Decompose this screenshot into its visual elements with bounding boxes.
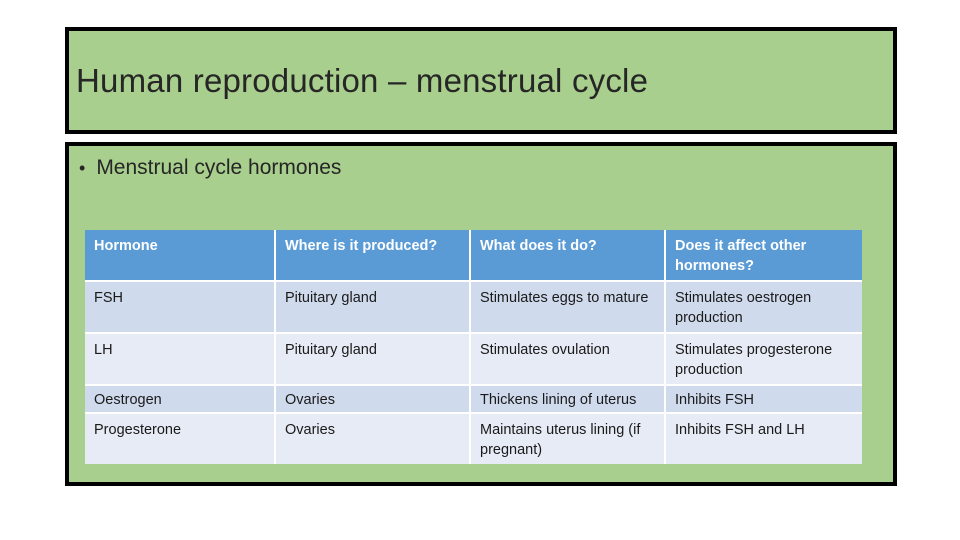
slide-title: Human reproduction – menstrual cycle bbox=[76, 61, 649, 99]
table-cell: Thickens lining of uterus bbox=[470, 385, 666, 414]
slide-content-box: • Menstrual cycle hormones Hormone Where… bbox=[65, 142, 897, 486]
table-header-row: Hormone Where is it produced? What does … bbox=[85, 230, 862, 282]
table-cell: Ovaries bbox=[275, 413, 471, 464]
bullet-icon: • bbox=[79, 158, 86, 178]
table-cell: Pituitary gland bbox=[275, 281, 471, 334]
table-row-oestrogen: Oestrogen Ovaries Thickens lining of ute… bbox=[85, 385, 862, 414]
table-cell: Inhibits FSH and LH bbox=[665, 413, 862, 464]
column-header-where-produced: Where is it produced? bbox=[275, 230, 471, 282]
table-cell: Inhibits FSH bbox=[665, 385, 862, 414]
table-row-lh: LH Pituitary gland Stimulates ovulation … bbox=[85, 333, 862, 386]
table-cell: LH bbox=[85, 333, 276, 386]
table-cell: Stimulates oestrogen production bbox=[665, 281, 862, 334]
table-cell: Oestrogen bbox=[85, 385, 276, 414]
table-cell: Stimulates ovulation bbox=[470, 333, 666, 386]
hormone-table: Hormone Where is it produced? What does … bbox=[85, 230, 862, 464]
column-header-hormone: Hormone bbox=[85, 230, 276, 282]
table-cell: FSH bbox=[85, 281, 276, 334]
slide-title-box: Human reproduction – menstrual cycle bbox=[65, 27, 897, 134]
table-row-fsh: FSH Pituitary gland Stimulates eggs to m… bbox=[85, 281, 862, 334]
table-cell: Maintains uterus lining (if pregnant) bbox=[470, 413, 666, 464]
table-cell: Pituitary gland bbox=[275, 333, 471, 386]
table-cell: Stimulates eggs to mature bbox=[470, 281, 666, 334]
table-cell: Stimulates progesterone production bbox=[665, 333, 862, 386]
column-header-what-does: What does it do? bbox=[470, 230, 666, 282]
table-cell: Progesterone bbox=[85, 413, 276, 464]
column-header-affect-other: Does it affect other hormones? bbox=[665, 230, 862, 282]
table-cell: Ovaries bbox=[275, 385, 471, 414]
table-row-progesterone: Progesterone Ovaries Maintains uterus li… bbox=[85, 413, 862, 464]
bullet-text: Menstrual cycle hormones bbox=[96, 156, 342, 179]
bullet-line: • Menstrual cycle hormones bbox=[69, 146, 893, 180]
